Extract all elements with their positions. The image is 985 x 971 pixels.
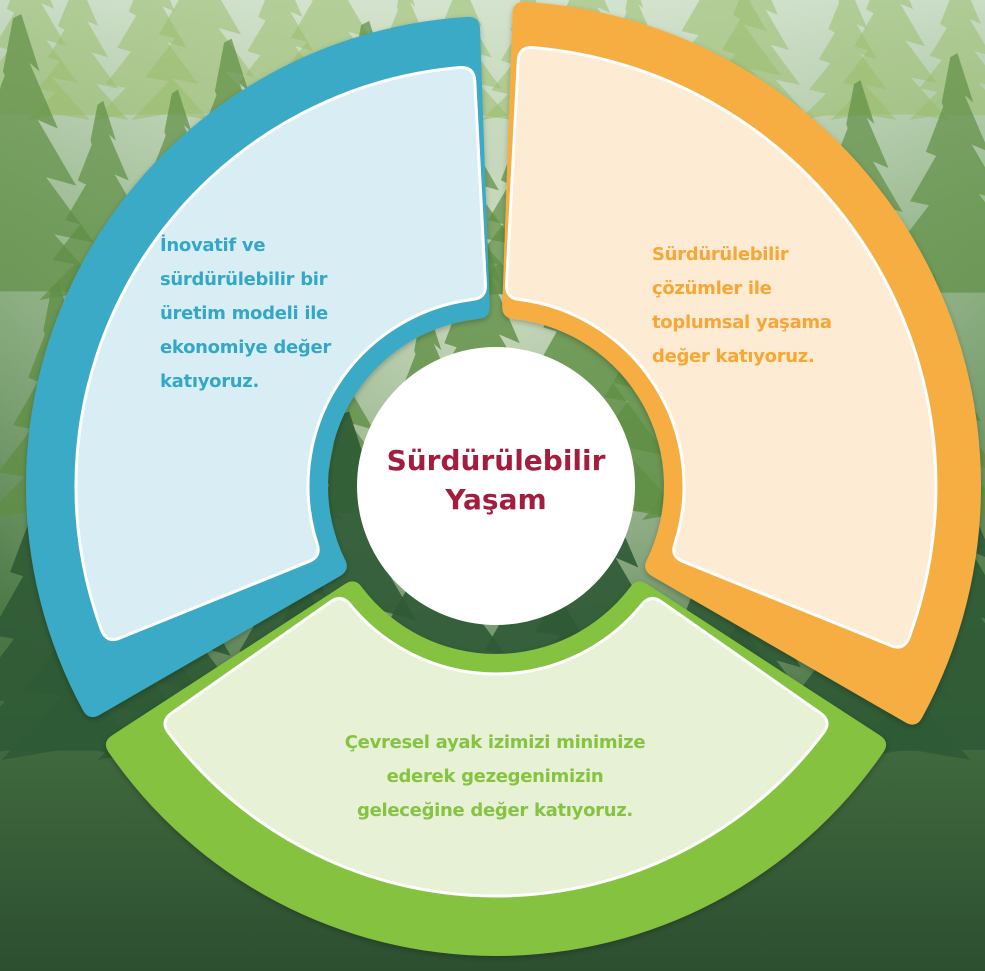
center-circle <box>357 347 635 625</box>
economy-line-3: üretim modeli ile <box>160 303 328 324</box>
society-line-4: değer katıyoruz. <box>652 346 815 367</box>
pine-tree <box>0 14 113 300</box>
society-panel <box>505 46 938 649</box>
society-line-1: Sürdürülebilir <box>652 244 789 265</box>
economy-line-5: katıyoruz. <box>160 371 259 392</box>
society-value-text: Sürdürülebilir çözümler ile toplumsal ya… <box>652 238 832 374</box>
pine-tree <box>799 0 897 120</box>
center-title-line-2: Yaşam <box>445 483 547 516</box>
economy-line-1: İnovatif ve <box>160 235 266 256</box>
society-line-3: toplumsal yaşama <box>652 312 832 333</box>
economy-value-text: İnovatif ve sürdürülebilir bir üretim mo… <box>160 229 331 399</box>
environment-line-3: geleceğine değer katıyoruz. <box>357 800 633 821</box>
society-line-2: çözümler ile <box>652 278 772 299</box>
pine-tree <box>830 0 949 120</box>
economy-panel <box>74 66 487 642</box>
economy-line-2: sürdürülebilir bir <box>160 269 328 290</box>
pine-tree <box>27 0 129 120</box>
environment-value-text: Çevresel ayak izimizi minimize ederek ge… <box>300 726 690 828</box>
economy-line-4: ekonomiye değer <box>160 337 331 358</box>
environment-line-2: ederek gezegenimizin <box>386 766 604 787</box>
environment-line-1: Çevresel ayak izimizi minimize <box>344 732 646 753</box>
environment-panel <box>163 597 829 898</box>
pine-tree <box>699 0 812 120</box>
center-title: Sürdürülebilir Yaşam <box>368 441 624 519</box>
center-title-line-1: Sürdürülebilir <box>386 444 606 477</box>
